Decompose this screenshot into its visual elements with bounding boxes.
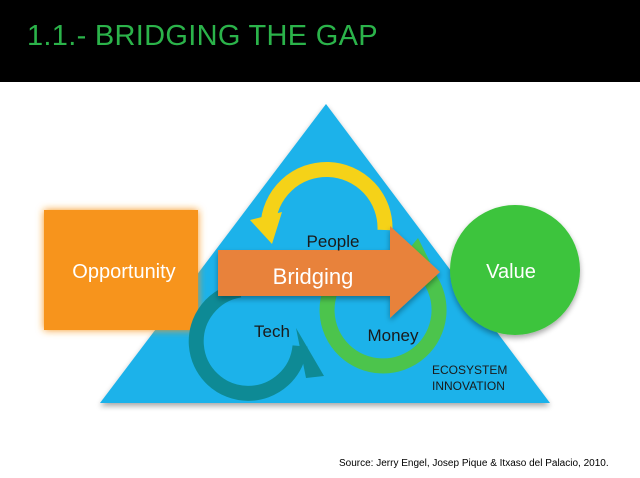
ecosystem-label-line2: INNOVATION — [432, 379, 505, 393]
bridging-gap-diagram: Opportunity Value Bridging People Tech M… — [44, 104, 580, 403]
tech-label: Tech — [254, 322, 290, 341]
value-label: Value — [486, 261, 536, 283]
opportunity-label: Opportunity — [72, 261, 175, 283]
header-bar: 1.1.- BRIDGING THE GAP — [0, 0, 640, 82]
people-ring — [260, 161, 393, 231]
people-ring-arrowhead — [250, 212, 282, 244]
money-label: Money — [367, 326, 419, 345]
source-citation: Source: Jerry Engel, Josep Pique & Itxas… — [339, 458, 609, 469]
bridging-label: Bridging — [273, 264, 354, 289]
slide-title: 1.1.- BRIDGING THE GAP — [27, 20, 378, 52]
people-label: People — [307, 232, 360, 251]
bridging-arrow — [218, 226, 440, 318]
ecosystem-label-line1: ECOSYSTEM — [432, 363, 507, 377]
tech-ring-arrowhead — [296, 328, 324, 378]
value-circle — [450, 205, 580, 335]
money-ring — [319, 255, 447, 374]
tech-ring — [188, 282, 308, 401]
opportunity-box — [44, 210, 198, 330]
